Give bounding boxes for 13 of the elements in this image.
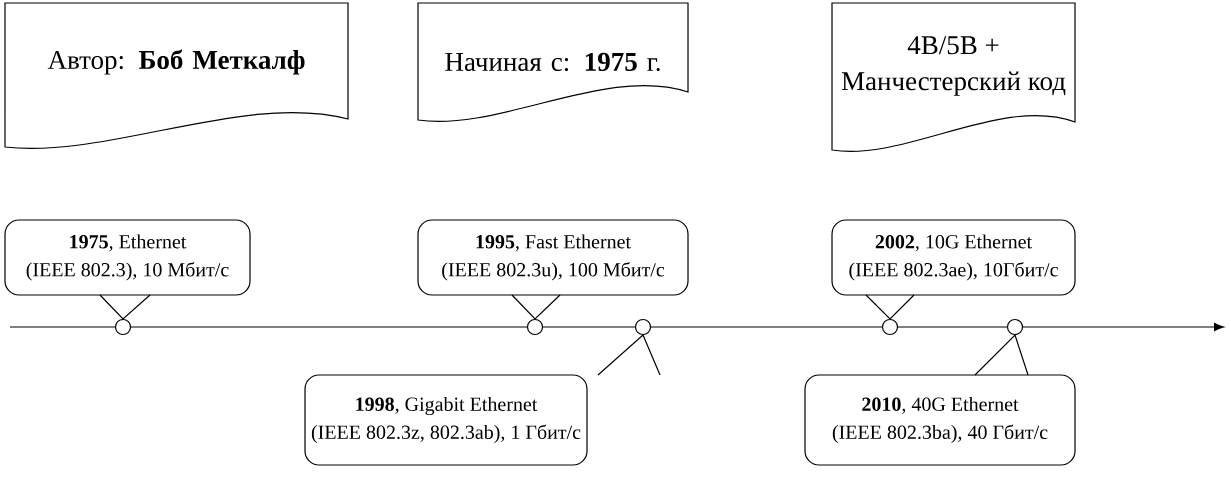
callout-box: 2002, 10G Ethernet (IEEE 802.3ae), 10Гбит/с	[831, 219, 1076, 296]
banner: 4B/5B + Манчестерский код	[831, 2, 1076, 153]
timeline-point	[114, 318, 132, 336]
timeline-point	[881, 318, 899, 336]
banner: Автор: Боб Меткалф	[4, 2, 349, 150]
callout-box: 2010, 40G Ethernet (IEEE 802.3ba), 40 Гбит/с	[804, 374, 1076, 466]
timeline-point	[526, 318, 544, 336]
timeline-point	[1006, 318, 1024, 336]
callout-box: 1995, Fast Ethernet (IEEE 802.3u), 100 Мбит/с	[417, 219, 689, 296]
banner: Начиная с: 1975 г.	[417, 2, 689, 123]
timeline-point	[634, 318, 652, 336]
callout-box: 1998, Gigabit Ethernet (IEEE 802.3z, 802.3ab), 1 Гбит/с	[304, 374, 588, 466]
callout-box: 1975, Ethernet (IEEE 802.3), 10 Мбит/с	[4, 219, 251, 296]
